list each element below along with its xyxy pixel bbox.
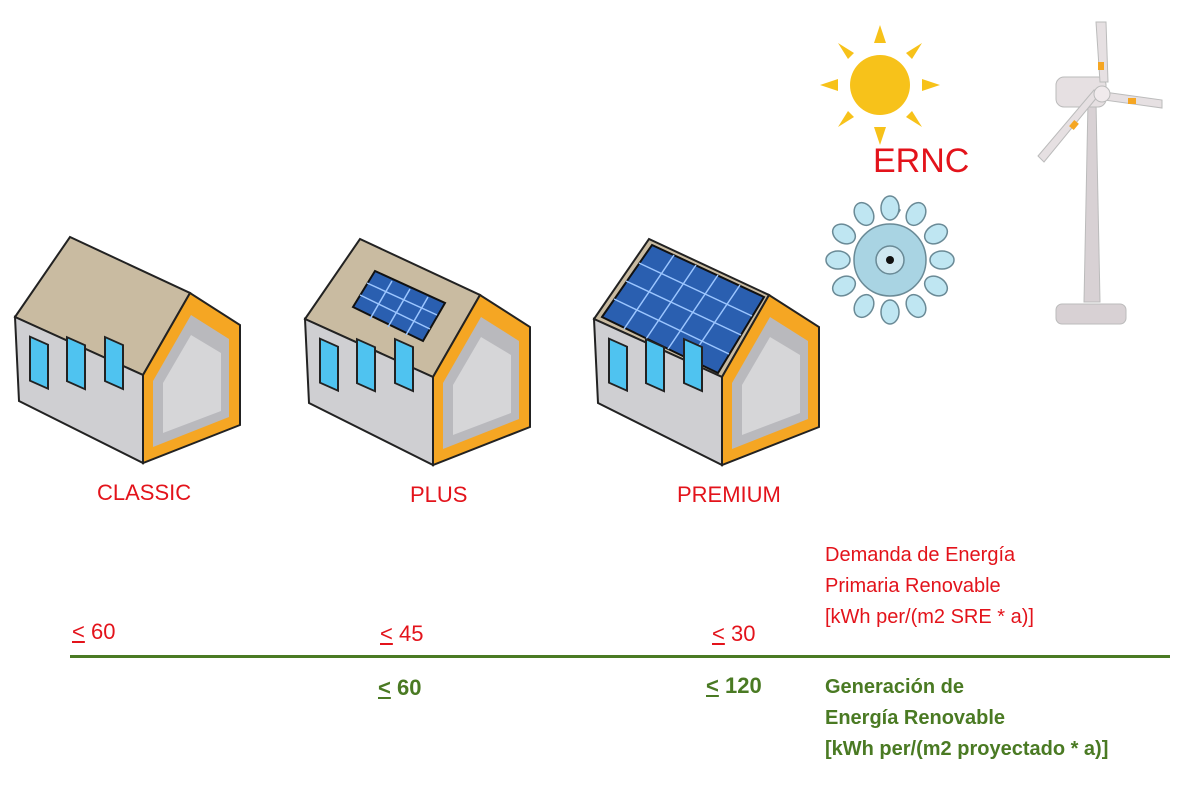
demand-value-premium: < 30 bbox=[712, 621, 756, 646]
demand-value-classic: < 60 bbox=[72, 619, 116, 644]
generation-legend-line3: [kWh per/(m2 proyectado * a)] bbox=[825, 738, 1109, 760]
solar-panel-large bbox=[600, 243, 766, 375]
generation-value-plus: < 60 bbox=[378, 675, 422, 700]
demand-legend-line2: Primaria Renovable bbox=[825, 575, 1001, 597]
house-classic-illustration bbox=[13, 235, 241, 465]
generation-legend-line1: Generación de bbox=[825, 676, 964, 698]
ernc-label: ERNC bbox=[873, 142, 970, 180]
wind-turbine-icon bbox=[1037, 21, 1163, 325]
demand-legend-line1: Demanda de Energía bbox=[825, 544, 1016, 566]
sun-icon bbox=[820, 25, 940, 145]
generation-value-premium: < 120 bbox=[706, 673, 762, 698]
house-label-premium: PREMIUM bbox=[677, 482, 781, 507]
house-label-plus: PLUS bbox=[410, 482, 468, 507]
water-turbine-icon bbox=[825, 195, 955, 325]
demand-legend: Demanda de Energía Primaria Renovable [k… bbox=[825, 540, 1034, 633]
generation-legend: Generación de Energía Renovable [kWh per… bbox=[825, 672, 1108, 765]
house-premium-illustration bbox=[592, 237, 820, 467]
generation-legend-line2: Energía Renovable bbox=[825, 707, 1006, 729]
demand-value-plus: < 45 bbox=[380, 621, 424, 646]
house-plus-illustration bbox=[303, 237, 531, 467]
house-label-classic: CLASSIC bbox=[97, 480, 192, 505]
divider-line bbox=[70, 655, 1170, 658]
demand-legend-line3: [kWh per/(m2 SRE * a)] bbox=[825, 606, 1034, 628]
